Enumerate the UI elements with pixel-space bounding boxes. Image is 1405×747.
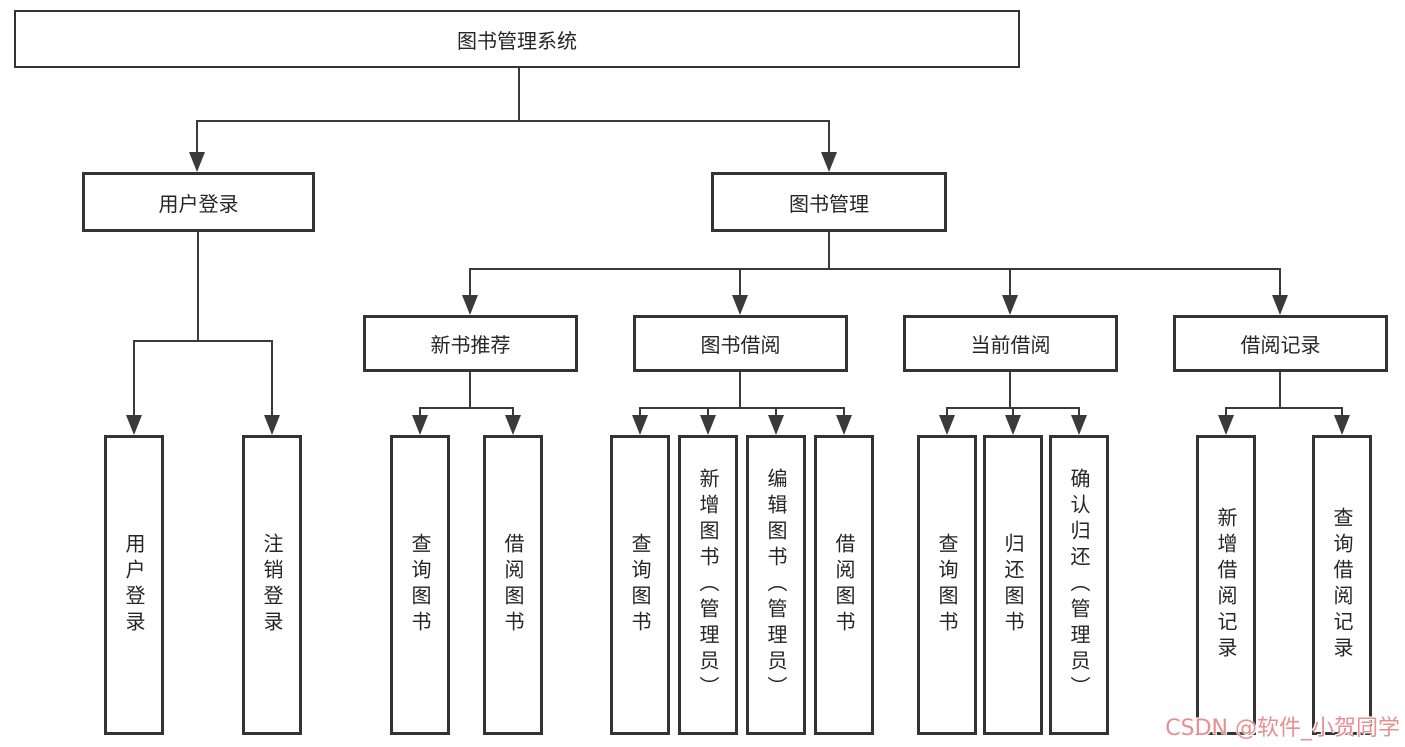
- connector-line: [775, 407, 777, 417]
- connector-line: [133, 340, 273, 342]
- node-new-book-recommend: 新书推荐: [363, 315, 578, 372]
- arrowhead-down-icon: [836, 415, 852, 435]
- arrowhead-down-icon: [768, 415, 784, 435]
- connector-line: [1341, 407, 1343, 417]
- leaf-add-book-admin: 新增图书（管理员）: [678, 435, 738, 735]
- connector-line: [1009, 268, 1011, 297]
- leaf-confirm-return-admin: 确认归还（管理员）: [1049, 435, 1109, 735]
- connector-line: [707, 407, 709, 417]
- connector-line: [639, 407, 641, 417]
- connector-line: [518, 68, 520, 120]
- connector-line: [196, 120, 830, 122]
- connector-line: [946, 407, 948, 417]
- connector-line: [469, 268, 471, 297]
- arrowhead-down-icon: [632, 415, 648, 435]
- arrowhead-down-icon: [1005, 415, 1021, 435]
- node-book-management: 图书管理: [711, 172, 947, 232]
- connector-line: [1012, 407, 1014, 417]
- arrowhead-down-icon: [732, 295, 748, 315]
- connector-line: [739, 268, 741, 297]
- connector-line: [1279, 372, 1281, 407]
- connector-line: [1078, 407, 1080, 417]
- connector-line: [271, 340, 273, 417]
- connector-line: [469, 372, 471, 407]
- leaf-query-book-3: 查询图书: [917, 435, 977, 735]
- arrowhead-down-icon: [1272, 295, 1288, 315]
- connector-line: [639, 407, 845, 409]
- leaf-return-book: 归还图书: [983, 435, 1043, 735]
- arrowhead-down-icon: [1334, 415, 1350, 435]
- arrowhead-down-icon: [462, 295, 478, 315]
- connector-line: [419, 407, 514, 409]
- arrowhead-down-icon: [821, 152, 837, 172]
- node-book-borrow: 图书借阅: [633, 315, 848, 372]
- connector-line: [197, 232, 199, 340]
- leaf-user-login: 用户登录: [104, 435, 164, 735]
- arrowhead-down-icon: [1218, 415, 1234, 435]
- leaf-borrow-book-1: 借阅图书: [483, 435, 543, 735]
- arrowhead-down-icon: [264, 415, 280, 435]
- connector-line: [133, 340, 135, 417]
- connector-line: [512, 407, 514, 417]
- connector-line: [1225, 407, 1343, 409]
- leaf-logout: 注销登录: [242, 435, 302, 735]
- leaf-borrow-book-2: 借阅图书: [814, 435, 874, 735]
- arrowhead-down-icon: [1071, 415, 1087, 435]
- arrowhead-down-icon: [126, 415, 142, 435]
- connector-line: [828, 232, 830, 268]
- connector-line: [739, 372, 741, 407]
- connector-line: [419, 407, 421, 417]
- arrowhead-down-icon: [700, 415, 716, 435]
- leaf-edit-book-admin: 编辑图书（管理员）: [746, 435, 806, 735]
- connector-line: [828, 120, 830, 154]
- node-borrow-records: 借阅记录: [1173, 315, 1388, 372]
- node-root-system: 图书管理系统: [14, 10, 1020, 68]
- arrowhead-down-icon: [939, 415, 955, 435]
- leaf-query-borrow-record: 查询借阅记录: [1312, 435, 1372, 735]
- arrowhead-down-icon: [412, 415, 428, 435]
- node-current-borrow: 当前借阅: [903, 315, 1118, 372]
- leaf-add-borrow-record: 新增借阅记录: [1196, 435, 1256, 735]
- leaf-query-book-2: 查询图书: [610, 435, 670, 735]
- leaf-query-book-1: 查询图书: [390, 435, 450, 735]
- connector-line: [1009, 372, 1011, 407]
- connector-line: [843, 407, 845, 417]
- arrowhead-down-icon: [1002, 295, 1018, 315]
- connector-line: [1279, 268, 1281, 297]
- arrowhead-down-icon: [189, 152, 205, 172]
- node-user-login: 用户登录: [82, 172, 315, 232]
- connector-line: [1225, 407, 1227, 417]
- arrowhead-down-icon: [505, 415, 521, 435]
- csdn-watermark: CSDN @软件_小贺同学: [1165, 716, 1400, 741]
- connector-line: [196, 120, 198, 154]
- connector-line: [469, 268, 1281, 270]
